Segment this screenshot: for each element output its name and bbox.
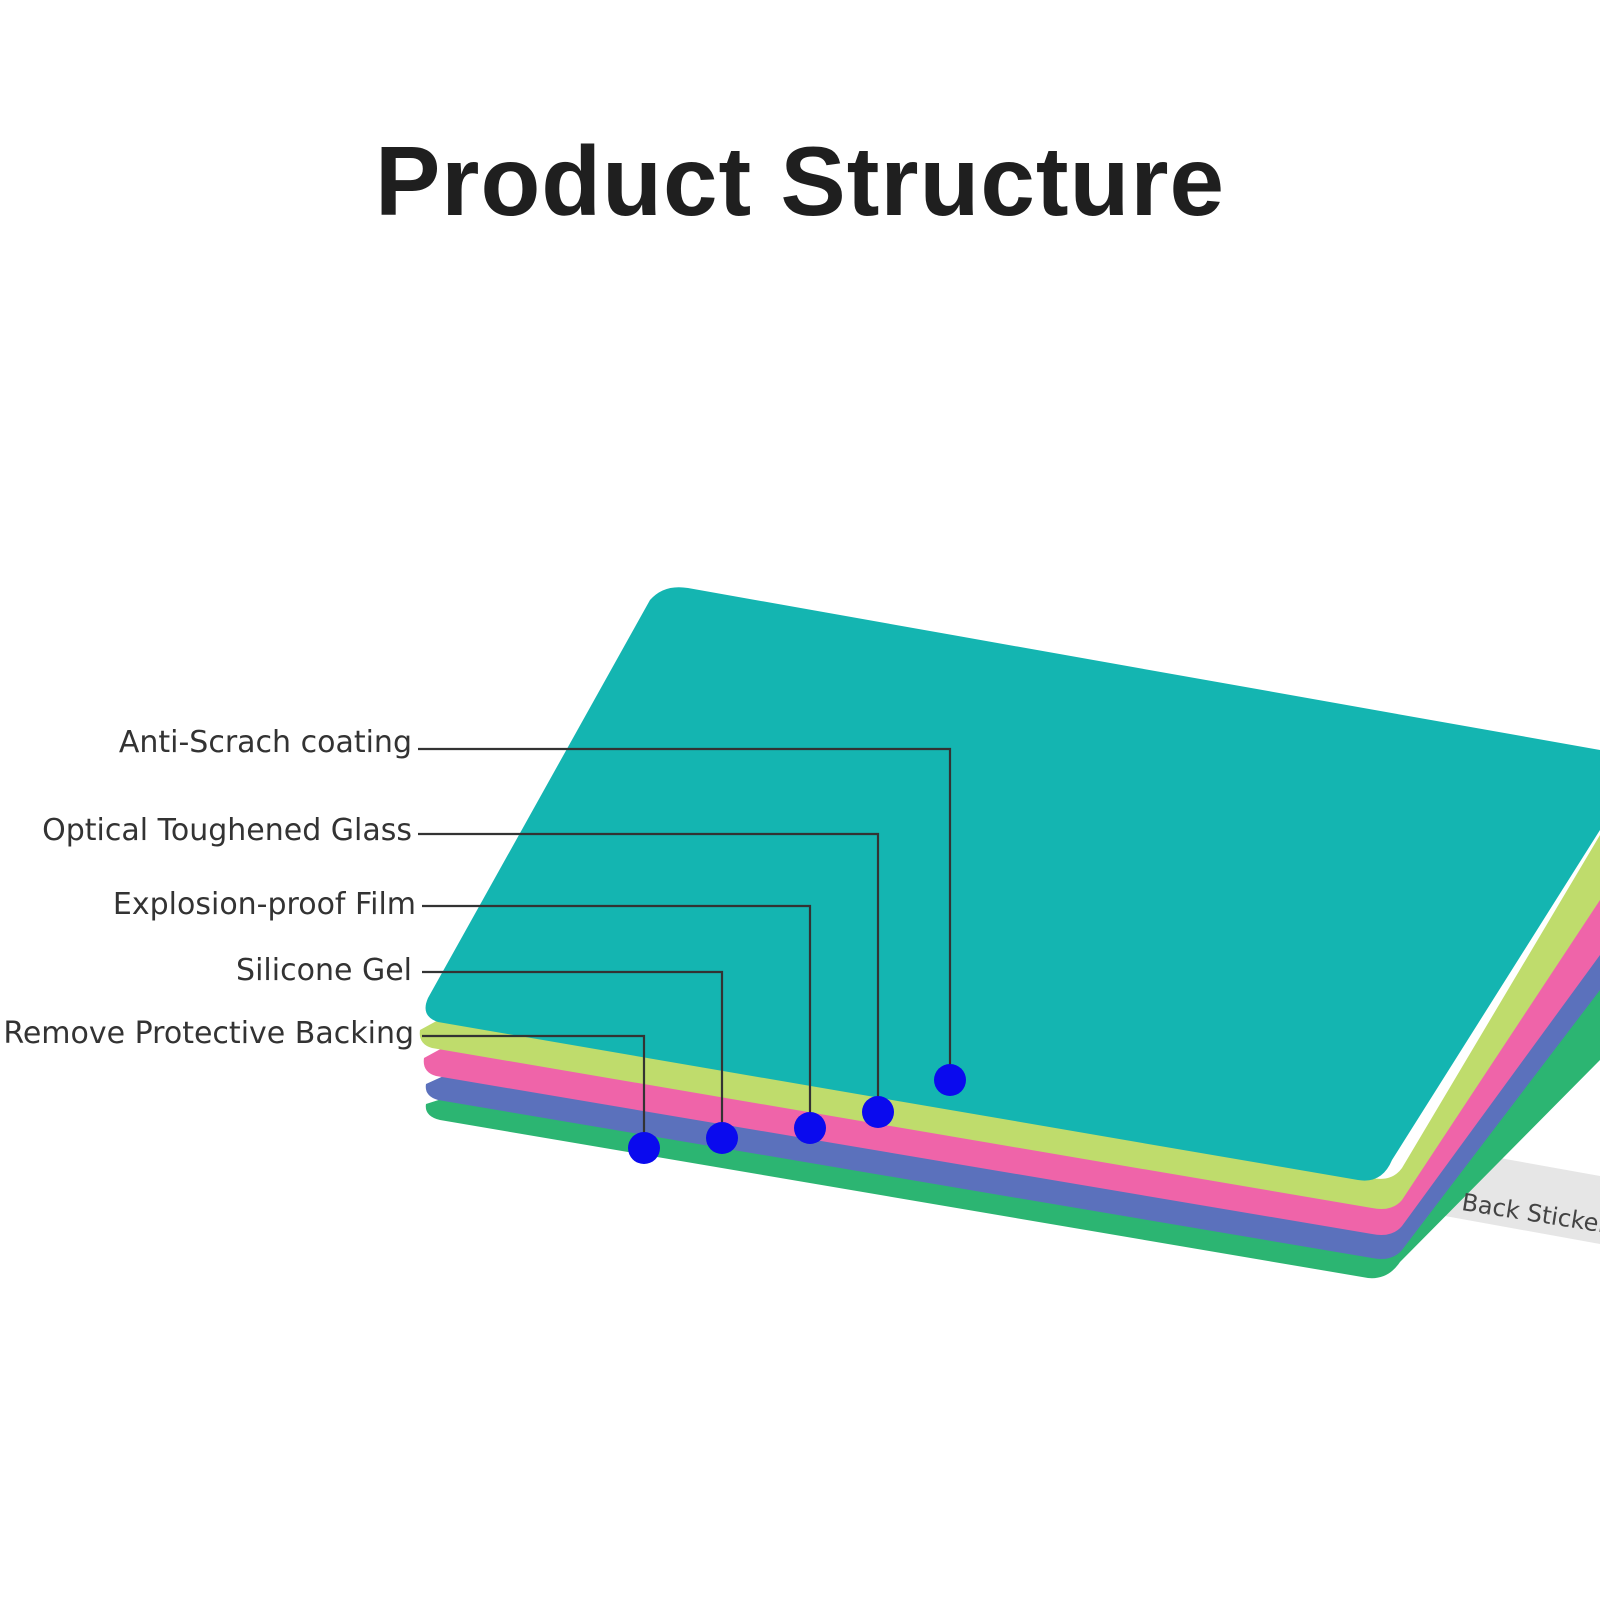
marker-dot-optical-glass	[862, 1096, 894, 1128]
layer-anti-scratch-coating	[425, 587, 1600, 1181]
marker-dot-silicone-gel	[706, 1122, 738, 1154]
label-silicone-gel: Silicone Gel	[236, 953, 412, 988]
label-remove-protective-backing: Remove Protective Backing	[3, 1016, 414, 1051]
leader-lines	[418, 747, 952, 1148]
page-title: Product Structure	[374, 126, 1226, 236]
layer-silicone-gel	[425, 950, 1600, 1259]
marker-dot-explosion-proof	[794, 1112, 826, 1144]
leader-line-silicone-gel	[422, 970, 724, 1138]
marker-dot-anti-scratch	[934, 1064, 966, 1096]
leader-line-explosion-proof	[422, 904, 812, 1128]
leader-line-optical-glass	[418, 832, 880, 1112]
label-optical-toughened-glass: Optical Toughened Glass	[42, 813, 412, 848]
label-anti-scratch-coating: Anti-Scrach coating	[118, 725, 412, 760]
layer-optical-glass	[419, 835, 1600, 1209]
leader-line-anti-scratch	[418, 747, 952, 1080]
label-explosion-proof-film: Explosion-proof Film	[112, 887, 416, 922]
marker-dot-protective-backing	[628, 1132, 660, 1164]
layer-explosion-proof-film	[423, 895, 1600, 1235]
leader-line-protective-backing	[422, 1034, 646, 1148]
